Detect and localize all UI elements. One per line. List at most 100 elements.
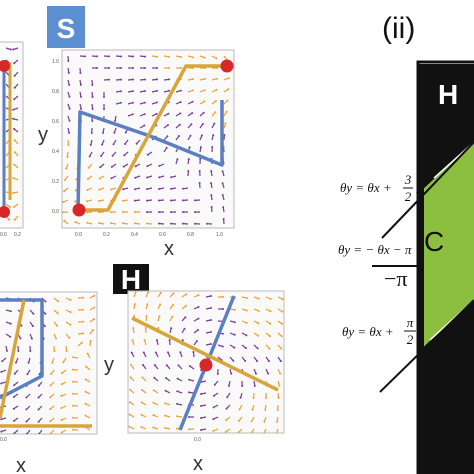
- field-arrow-head: [13, 372, 16, 375]
- tick-label: 1.0: [216, 232, 223, 238]
- orange-nullcline: [131, 316, 279, 392]
- field-arrow-head: [191, 56, 194, 59]
- field-arrow-head: [157, 327, 160, 329]
- field-arrow-head: [155, 112, 158, 115]
- field-arrow-head: [223, 134, 226, 136]
- field-arrow-head: [156, 78, 158, 81]
- field-arrow-head: [13, 86, 16, 89]
- field-arrow-head: [216, 373, 219, 375]
- y-axis-label: y: [38, 124, 48, 146]
- field-arrow-head: [29, 350, 32, 352]
- field-arrow-head: [110, 188, 113, 191]
- field-arrow-head: [13, 218, 16, 221]
- field-arrow-head: [146, 222, 148, 225]
- field-arrow-head: [222, 308, 224, 310]
- field-arrow-head: [203, 56, 206, 59]
- field-arrow-head: [278, 384, 281, 387]
- field-arrow-head: [200, 393, 203, 395]
- field-arrow-head: [158, 176, 161, 179]
- field-arrow-head: [99, 166, 102, 169]
- field-arrow-head: [167, 55, 170, 58]
- field-arrow-head: [145, 315, 148, 317]
- field-arrow-head: [146, 165, 149, 168]
- field-arrow-head: [233, 333, 236, 336]
- phase-diagram-ii: H C: [372, 60, 474, 474]
- field-arrow-head: [165, 146, 168, 149]
- field-arrow-head: [221, 332, 224, 335]
- field-arrow-head: [168, 67, 170, 69]
- plot-frame: [0, 291, 98, 435]
- field-arrow-head: [110, 165, 113, 168]
- tick-label: 0.8: [187, 232, 194, 238]
- field-arrow-head: [74, 221, 77, 224]
- field-arrow-head: [110, 177, 113, 180]
- field-arrow-head: [277, 397, 280, 399]
- field-arrow-head: [56, 312, 59, 315]
- field-arrow-head: [181, 339, 184, 342]
- field-arrow-head: [185, 293, 188, 296]
- equation-top: θy = θx + 3 2 π: [340, 172, 423, 204]
- field-arrow-head: [13, 419, 15, 422]
- field-arrow-head: [209, 295, 212, 297]
- field-arrow-head: [9, 310, 12, 313]
- field-arrow-head: [143, 124, 146, 127]
- field-arrow-head: [13, 74, 16, 77]
- tick-label: 0.4: [131, 232, 138, 238]
- field-arrow-head: [13, 98, 16, 101]
- badge-s-label: S: [57, 13, 76, 44]
- field-arrow-head: [25, 432, 28, 434]
- equation-mid: θy = − θx − π: [338, 242, 412, 257]
- field-arrow-head: [69, 311, 72, 314]
- field-arrow-head: [265, 397, 268, 399]
- field-arrow-head: [215, 88, 218, 91]
- field-arrow-head: [85, 365, 88, 368]
- region-label-h: H: [438, 79, 458, 110]
- field-arrow-head: [257, 334, 260, 337]
- field-arrow-head: [49, 432, 52, 434]
- field-arrow-head: [30, 337, 33, 340]
- field-arrow-head: [13, 127, 16, 130]
- field-arrow-head: [68, 107, 71, 110]
- field-arrow-head: [98, 200, 101, 202]
- field-arrow-head: [72, 404, 74, 407]
- field-arrow-head: [9, 206, 11, 208]
- field-arrow-head: [141, 376, 144, 379]
- field-arrow-head: [69, 323, 72, 326]
- x-axis-label: x: [193, 453, 203, 474]
- field-arrow-head: [275, 432, 278, 433]
- field-arrow-head: [82, 308, 84, 311]
- field-arrow-head: [226, 99, 229, 102]
- field-arrow-head: [131, 101, 134, 104]
- field-arrow-head: [128, 401, 131, 404]
- field-arrow-head: [120, 55, 122, 58]
- field-arrow-head: [72, 416, 74, 419]
- field-arrow-head: [49, 384, 52, 387]
- plot-h: 0.0: [127, 290, 285, 443]
- field-arrow-head: [182, 211, 184, 214]
- field-arrow-head: [120, 67, 122, 69]
- field-arrow-head: [0, 430, 3, 433]
- y-axis-label: y: [104, 354, 114, 376]
- field-arrow-head: [227, 384, 230, 387]
- field-arrow-head: [244, 347, 247, 350]
- field-arrow-head: [96, 55, 98, 58]
- field-arrow-head: [178, 135, 180, 137]
- field-arrow-head: [179, 101, 182, 104]
- field-arrow-head: [38, 433, 40, 434]
- field-arrow-head: [91, 84, 94, 86]
- field-arrow-head: [152, 426, 155, 429]
- field-arrow-head: [226, 396, 229, 399]
- field-arrow-head: [89, 340, 92, 342]
- field-arrow-head: [203, 89, 206, 92]
- field-arrow-head: [92, 329, 94, 331]
- field-arrow-head: [179, 351, 182, 354]
- field-arrow-head: [67, 60, 70, 62]
- field-arrow-head: [191, 112, 194, 115]
- field-arrow-head: [134, 291, 137, 294]
- field-arrow-head: [269, 298, 272, 300]
- field-arrow-head: [253, 384, 256, 387]
- field-arrow-head: [225, 407, 228, 410]
- field-arrow-head: [74, 189, 77, 192]
- field-arrow-head: [122, 165, 125, 168]
